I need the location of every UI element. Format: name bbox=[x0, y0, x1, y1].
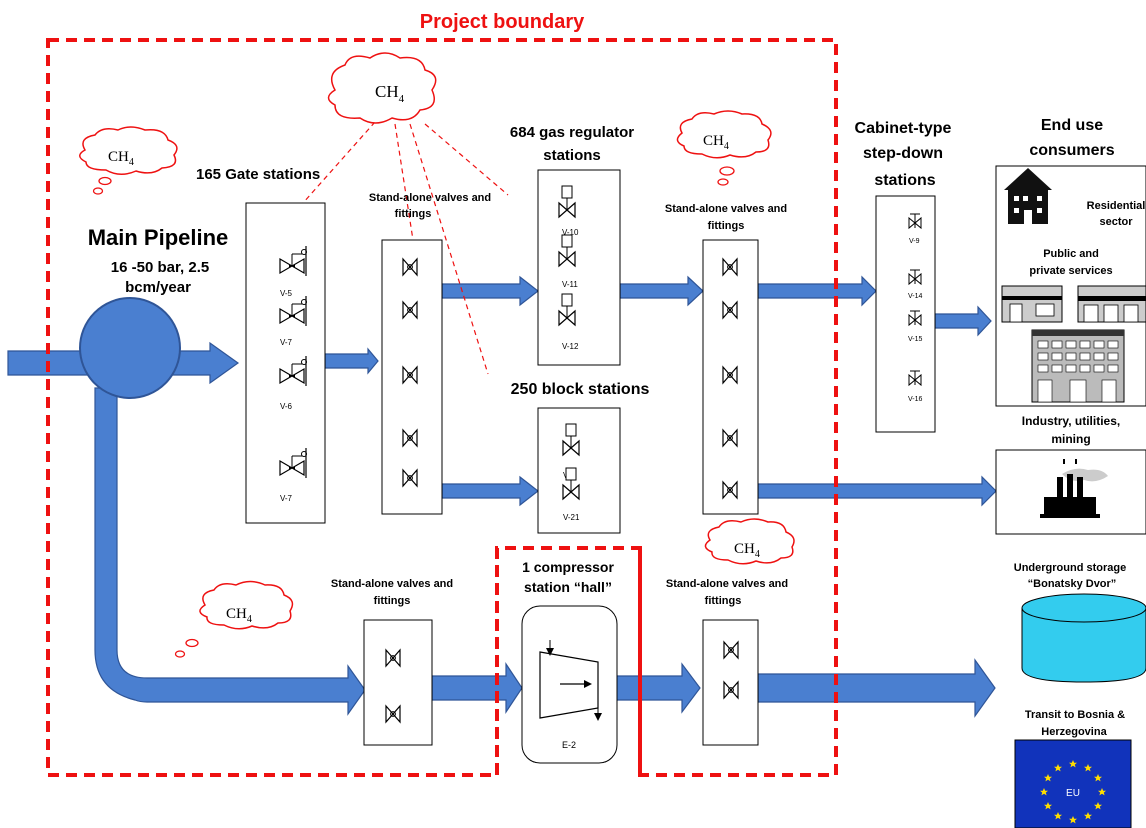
standalone-3-label-1: Stand-alone valves and bbox=[331, 578, 453, 590]
store-icon bbox=[1077, 285, 1146, 323]
gate-valve: V-7 bbox=[279, 447, 308, 503]
shop-icon bbox=[1001, 285, 1063, 323]
transit-label-2: Herzegovina bbox=[1041, 726, 1107, 738]
block-stations-box bbox=[537, 407, 621, 534]
compressor-icon bbox=[539, 640, 602, 721]
cabinet-label-1: Cabinet-type bbox=[855, 120, 952, 137]
gate-stations-box bbox=[245, 202, 326, 524]
svg-text:CH4: CH4 bbox=[108, 149, 134, 168]
regulator-valve: V-10 bbox=[558, 185, 579, 237]
factory-icon bbox=[1040, 459, 1108, 518]
end-use-label-2: consumers bbox=[1029, 142, 1114, 159]
office-building-icon bbox=[1031, 329, 1125, 403]
project-boundary-frame bbox=[46, 38, 838, 777]
end-use-label-1: End use bbox=[1041, 117, 1103, 134]
compressor-label-1: 1 compressor bbox=[522, 559, 614, 575]
standalone-2-label-2: fittings bbox=[708, 220, 745, 232]
svg-text:V-7: V-7 bbox=[280, 494, 293, 503]
cabinet-stations-box bbox=[875, 195, 936, 433]
compressor-label-2: station “hall” bbox=[524, 579, 612, 595]
cabinet-valve: V-16 bbox=[908, 370, 923, 403]
regulator-valve: V-12 bbox=[558, 293, 579, 351]
cabinet-label-2: step-down bbox=[863, 145, 943, 162]
svg-text:CH4: CH4 bbox=[375, 82, 405, 105]
standalone-1-label-1: Stand-alone valves and bbox=[369, 192, 491, 204]
services-label-2: private services bbox=[1029, 265, 1112, 277]
methane-cloud-compressor: CH4 bbox=[704, 518, 795, 565]
svg-text:V-7: V-7 bbox=[280, 338, 293, 347]
cabinet-valve: V-14 bbox=[908, 269, 923, 300]
transit-label-1: Transit to Bosnia & bbox=[1025, 709, 1125, 721]
svg-text:V-12: V-12 bbox=[562, 342, 579, 351]
svg-text:V-11: V-11 bbox=[562, 280, 578, 289]
project-boundary-label: Project boundary bbox=[420, 11, 585, 33]
svg-text:V-6: V-6 bbox=[280, 402, 293, 411]
cabinet-valve: V-9 bbox=[908, 213, 922, 245]
cabinet-valve: V-15 bbox=[908, 310, 923, 343]
svg-text:CH4: CH4 bbox=[226, 606, 252, 625]
svg-text:CH4: CH4 bbox=[703, 133, 729, 152]
leak-lines bbox=[294, 121, 509, 375]
main-pipeline-spec-2: bcm/year bbox=[125, 279, 191, 296]
standalone-4-label-1: Stand-alone valves and bbox=[666, 578, 788, 590]
standalone-2-label-1: Stand-alone valves and bbox=[665, 203, 787, 215]
methane-cloud-regulator: CH4 bbox=[676, 110, 772, 186]
regulator-stations-label-2: stations bbox=[543, 147, 601, 164]
eu-flag-text: EU bbox=[1066, 788, 1080, 799]
svg-text:V-14: V-14 bbox=[908, 293, 923, 300]
svg-text:V-16: V-16 bbox=[908, 396, 923, 403]
methane-cloud-left: CH4 bbox=[79, 126, 178, 195]
regulator-stations-label-1: 684 gas regulator bbox=[510, 124, 634, 141]
eu-flag-icon: EU bbox=[1014, 739, 1132, 828]
standalone-3-label-2: fittings bbox=[374, 595, 411, 607]
standalone-4-label-2: fittings bbox=[705, 595, 742, 607]
storage-tank-icon bbox=[1021, 593, 1146, 683]
standalone-3-box bbox=[363, 619, 433, 746]
methane-cloud-top: CH4 bbox=[327, 52, 437, 124]
standalone-4-box bbox=[702, 619, 759, 746]
residential-label-2: sector bbox=[1099, 216, 1133, 228]
services-label-1: Public and bbox=[1043, 248, 1099, 260]
svg-text:V-9: V-9 bbox=[909, 238, 920, 245]
industry-label-1: Industry, utilities, bbox=[1022, 414, 1120, 428]
svg-text:V-15: V-15 bbox=[908, 336, 923, 343]
svg-text:CH4: CH4 bbox=[734, 541, 760, 560]
main-pipeline-node bbox=[79, 297, 181, 399]
main-pipeline-title: Main Pipeline bbox=[88, 225, 229, 250]
svg-text:V-5: V-5 bbox=[280, 289, 293, 298]
block-stations-label: 250 block stations bbox=[511, 381, 650, 398]
storage-label-2: “Bonatsky Dvor” bbox=[1028, 578, 1117, 590]
main-pipeline-spec-1: 16 -50 bar, 2.5 bbox=[111, 259, 209, 276]
storage-label-1: Underground storage bbox=[1014, 562, 1126, 574]
gate-valve: V-7 bbox=[279, 295, 308, 347]
regulator-stations-box bbox=[537, 169, 621, 366]
gate-stations-label: 165 Gate stations bbox=[196, 166, 320, 183]
compressor-unit-label: E-2 bbox=[562, 740, 576, 750]
svg-text:V-10: V-10 bbox=[562, 228, 579, 237]
methane-cloud-lower-left: CH4 bbox=[174, 580, 294, 658]
residential-label-1: Residential bbox=[1087, 200, 1146, 212]
gate-valve: V-5 bbox=[279, 245, 308, 298]
block-valve: V-21 bbox=[562, 467, 580, 522]
industry-label-2: mining bbox=[1051, 432, 1090, 446]
gate-valve: V-6 bbox=[279, 355, 308, 411]
pipe-network bbox=[7, 275, 997, 718]
svg-text:V-21: V-21 bbox=[563, 513, 580, 522]
standalone-1-label-2: fittings bbox=[395, 208, 432, 220]
regulator-valve: V-11 bbox=[558, 234, 578, 289]
cabinet-label-3: stations bbox=[874, 172, 935, 189]
